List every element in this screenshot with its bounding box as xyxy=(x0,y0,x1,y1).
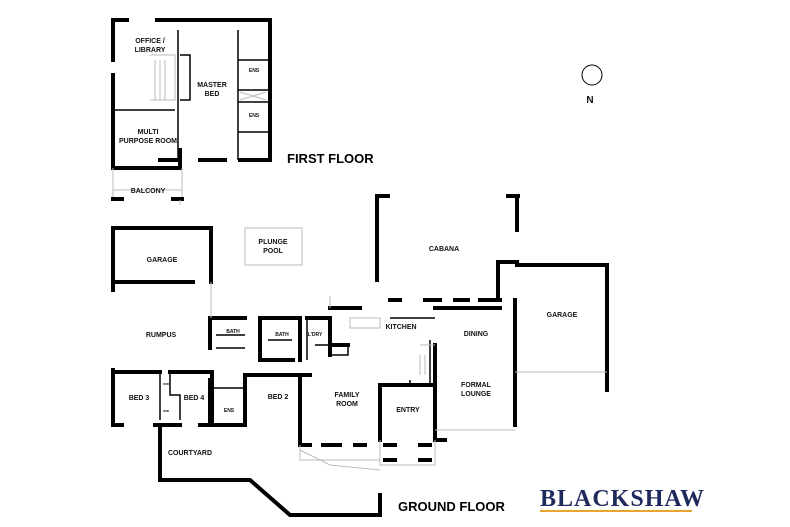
room-label: KITCHEN xyxy=(385,324,416,331)
room-label: DINING xyxy=(464,331,489,338)
room-label: GARAGE xyxy=(147,257,178,264)
room-label: COURTYARD xyxy=(168,450,212,457)
room-label: WIR xyxy=(163,409,170,413)
room-label: BED 4 xyxy=(184,395,205,402)
brand-underline xyxy=(540,510,692,512)
room-label: RUMPUS xyxy=(146,332,177,339)
brand-name: BLACKSHAW xyxy=(540,486,705,512)
room-label: BED 2 xyxy=(268,394,289,401)
room-label: ENS xyxy=(224,408,235,414)
room-label: POOL xyxy=(263,248,284,255)
first-floor-plan: OFFICE / LIBRARY MASTER BED ENS ENS MULT… xyxy=(111,18,374,201)
room-label: BED 3 xyxy=(129,395,150,402)
room-label: LIBRARY xyxy=(135,47,166,54)
room-label: L'DRY xyxy=(308,332,323,338)
room-label: BATH xyxy=(226,329,240,335)
room-label: BATH xyxy=(275,332,289,338)
room-label: ENTRY xyxy=(396,407,420,414)
ground-floor-title: GROUND FLOOR xyxy=(398,499,505,514)
north-arrow-icon: N xyxy=(581,63,603,106)
room-label: MULTI xyxy=(138,129,159,136)
room-label: GARAGE xyxy=(547,312,578,319)
room-label: LOUNGE xyxy=(461,391,491,398)
room-label: FAMILY xyxy=(334,392,359,399)
first-floor-title: FIRST FLOOR xyxy=(287,151,374,166)
room-label: FORMAL xyxy=(461,382,492,389)
room-label: OFFICE / xyxy=(135,38,165,45)
ground-floor-plan: GARAGE PLUNGE POOL CABANA GARAGE RUMPUS … xyxy=(111,194,609,517)
room-label: PURPOSE ROOM xyxy=(119,138,177,145)
room-label: ENS xyxy=(249,68,260,74)
room-label: ENS xyxy=(249,113,260,119)
north-label: N xyxy=(586,95,593,106)
room-label: CABANA xyxy=(429,246,459,253)
room-label: ROOM xyxy=(336,401,358,408)
room-label: PLUNGE xyxy=(258,239,288,246)
room-label: MASTER xyxy=(197,82,227,89)
room-label: WIR xyxy=(163,382,170,386)
room-label: BALCONY xyxy=(131,188,166,195)
blackshaw-logo: BLACKSHAW xyxy=(540,486,705,512)
room-label: BED xyxy=(205,91,220,98)
